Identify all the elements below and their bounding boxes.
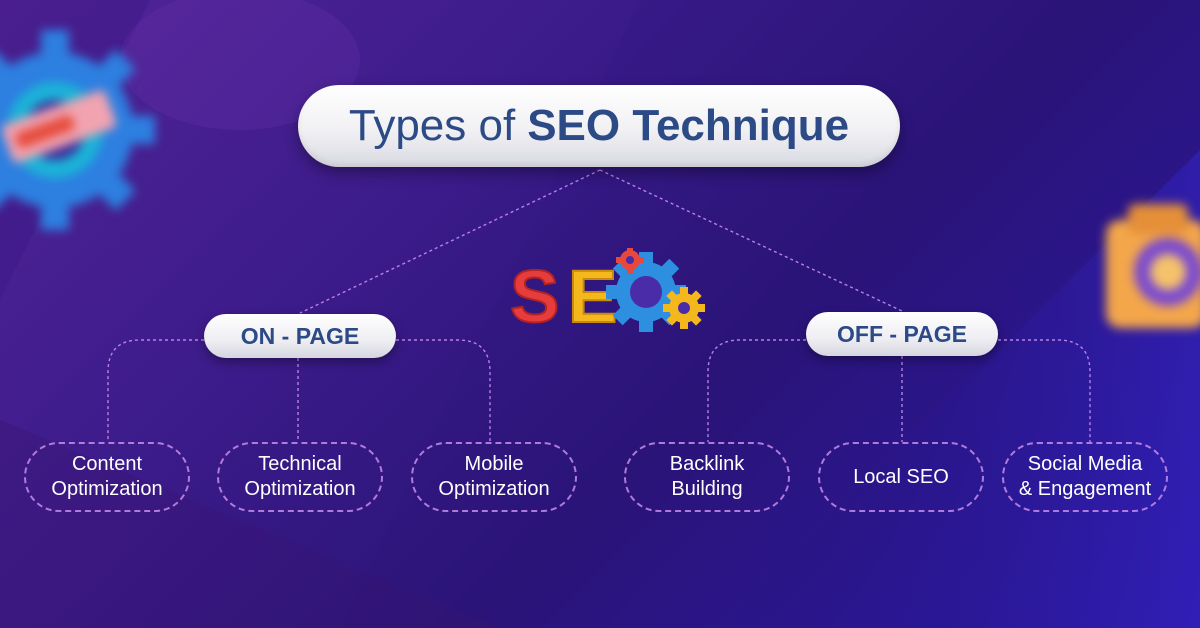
blurred-bag-icon	[1106, 204, 1200, 328]
page-title: Types of SEO Technique	[298, 85, 900, 167]
node-social-media-engagement: Social Media & Engagement	[1002, 442, 1168, 512]
red-gear-icon	[616, 248, 644, 274]
node-local-seo: Local SEO	[818, 442, 984, 512]
category-off-page: OFF - PAGE	[806, 312, 998, 356]
node-technical-optimization: Technical Optimization	[217, 442, 383, 512]
node-mobile-optimization: Mobile Optimization	[411, 442, 577, 512]
category-on-page: ON - PAGE	[204, 314, 396, 358]
yellow-gear-icon	[663, 287, 705, 329]
logo-letter-s: S	[510, 255, 559, 332]
seo-logo: S E	[509, 248, 705, 332]
blurred-gear-icon	[0, 30, 155, 230]
node-backlink-building: Backlink Building	[624, 442, 790, 512]
title-regular: Types of	[348, 101, 516, 150]
node-content-optimization: Content Optimization	[24, 442, 190, 512]
title-bold: SEO Technique	[527, 101, 850, 150]
